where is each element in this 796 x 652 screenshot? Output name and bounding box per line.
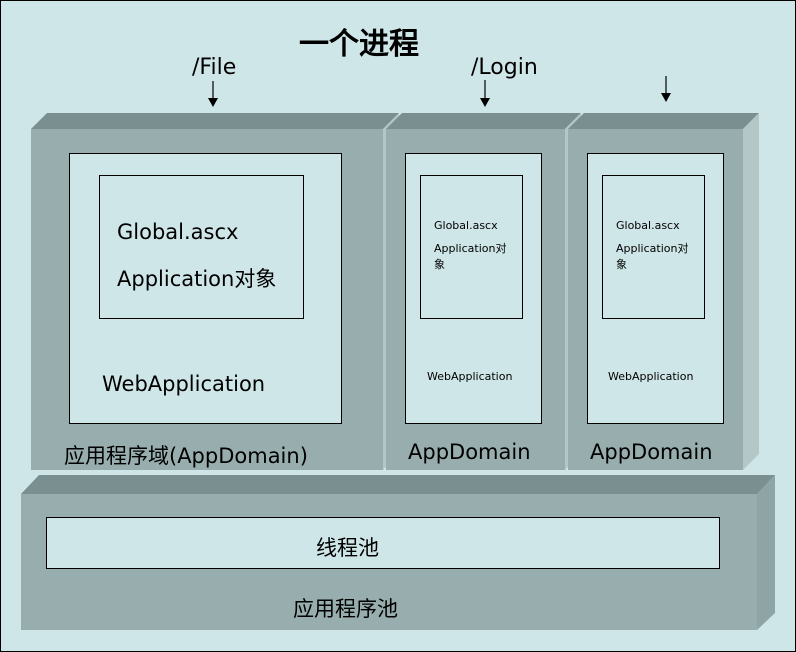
app-domain-top-face-3: [568, 113, 759, 129]
application-object-label-1: Application对象: [117, 267, 277, 291]
thread-pool-label: 线程池: [316, 536, 379, 560]
request-label-login: /Login: [471, 55, 538, 80]
request-label-file: /File: [192, 55, 237, 80]
thread-pool-box: [46, 517, 720, 569]
app-domain-label-3: AppDomain: [590, 440, 713, 464]
global-box-1: [99, 175, 304, 319]
application-object-label-3a: Application对: [616, 242, 689, 255]
app-domain-side-face-3: [743, 113, 759, 470]
app-domain-label-1: 应用程序域(AppDomain): [64, 444, 308, 468]
web-application-label-2: WebApplication: [427, 370, 513, 383]
web-application-label-1: WebApplication: [102, 372, 266, 396]
global-file-label-2: Global.ascx: [434, 219, 498, 232]
global-box-3: [602, 175, 705, 319]
application-object-label-2a: Application对: [434, 242, 507, 255]
app-pool-label: 应用程序池: [293, 597, 398, 621]
application-object-label-2b: 象: [434, 258, 445, 271]
app-pool-top-face: [21, 475, 775, 494]
global-box-2: [420, 175, 523, 319]
global-file-label-3: Global.ascx: [616, 219, 680, 232]
app-domain-top-face-2: [386, 113, 581, 129]
request-arrows: [208, 76, 671, 107]
arrow-down-icon: [661, 76, 671, 102]
app-domain-top-face-1: [31, 113, 399, 129]
app-pool-side-face: [757, 475, 775, 630]
application-object-label-3b: 象: [616, 258, 627, 271]
app-domain-label-2: AppDomain: [408, 440, 531, 464]
web-application-label-3: WebApplication: [608, 370, 694, 383]
arrow-down-icon: [480, 80, 490, 107]
arrow-down-icon: [208, 81, 218, 107]
global-file-label-1: Global.ascx: [117, 220, 239, 244]
diagram-title: 一个进程: [299, 27, 419, 62]
